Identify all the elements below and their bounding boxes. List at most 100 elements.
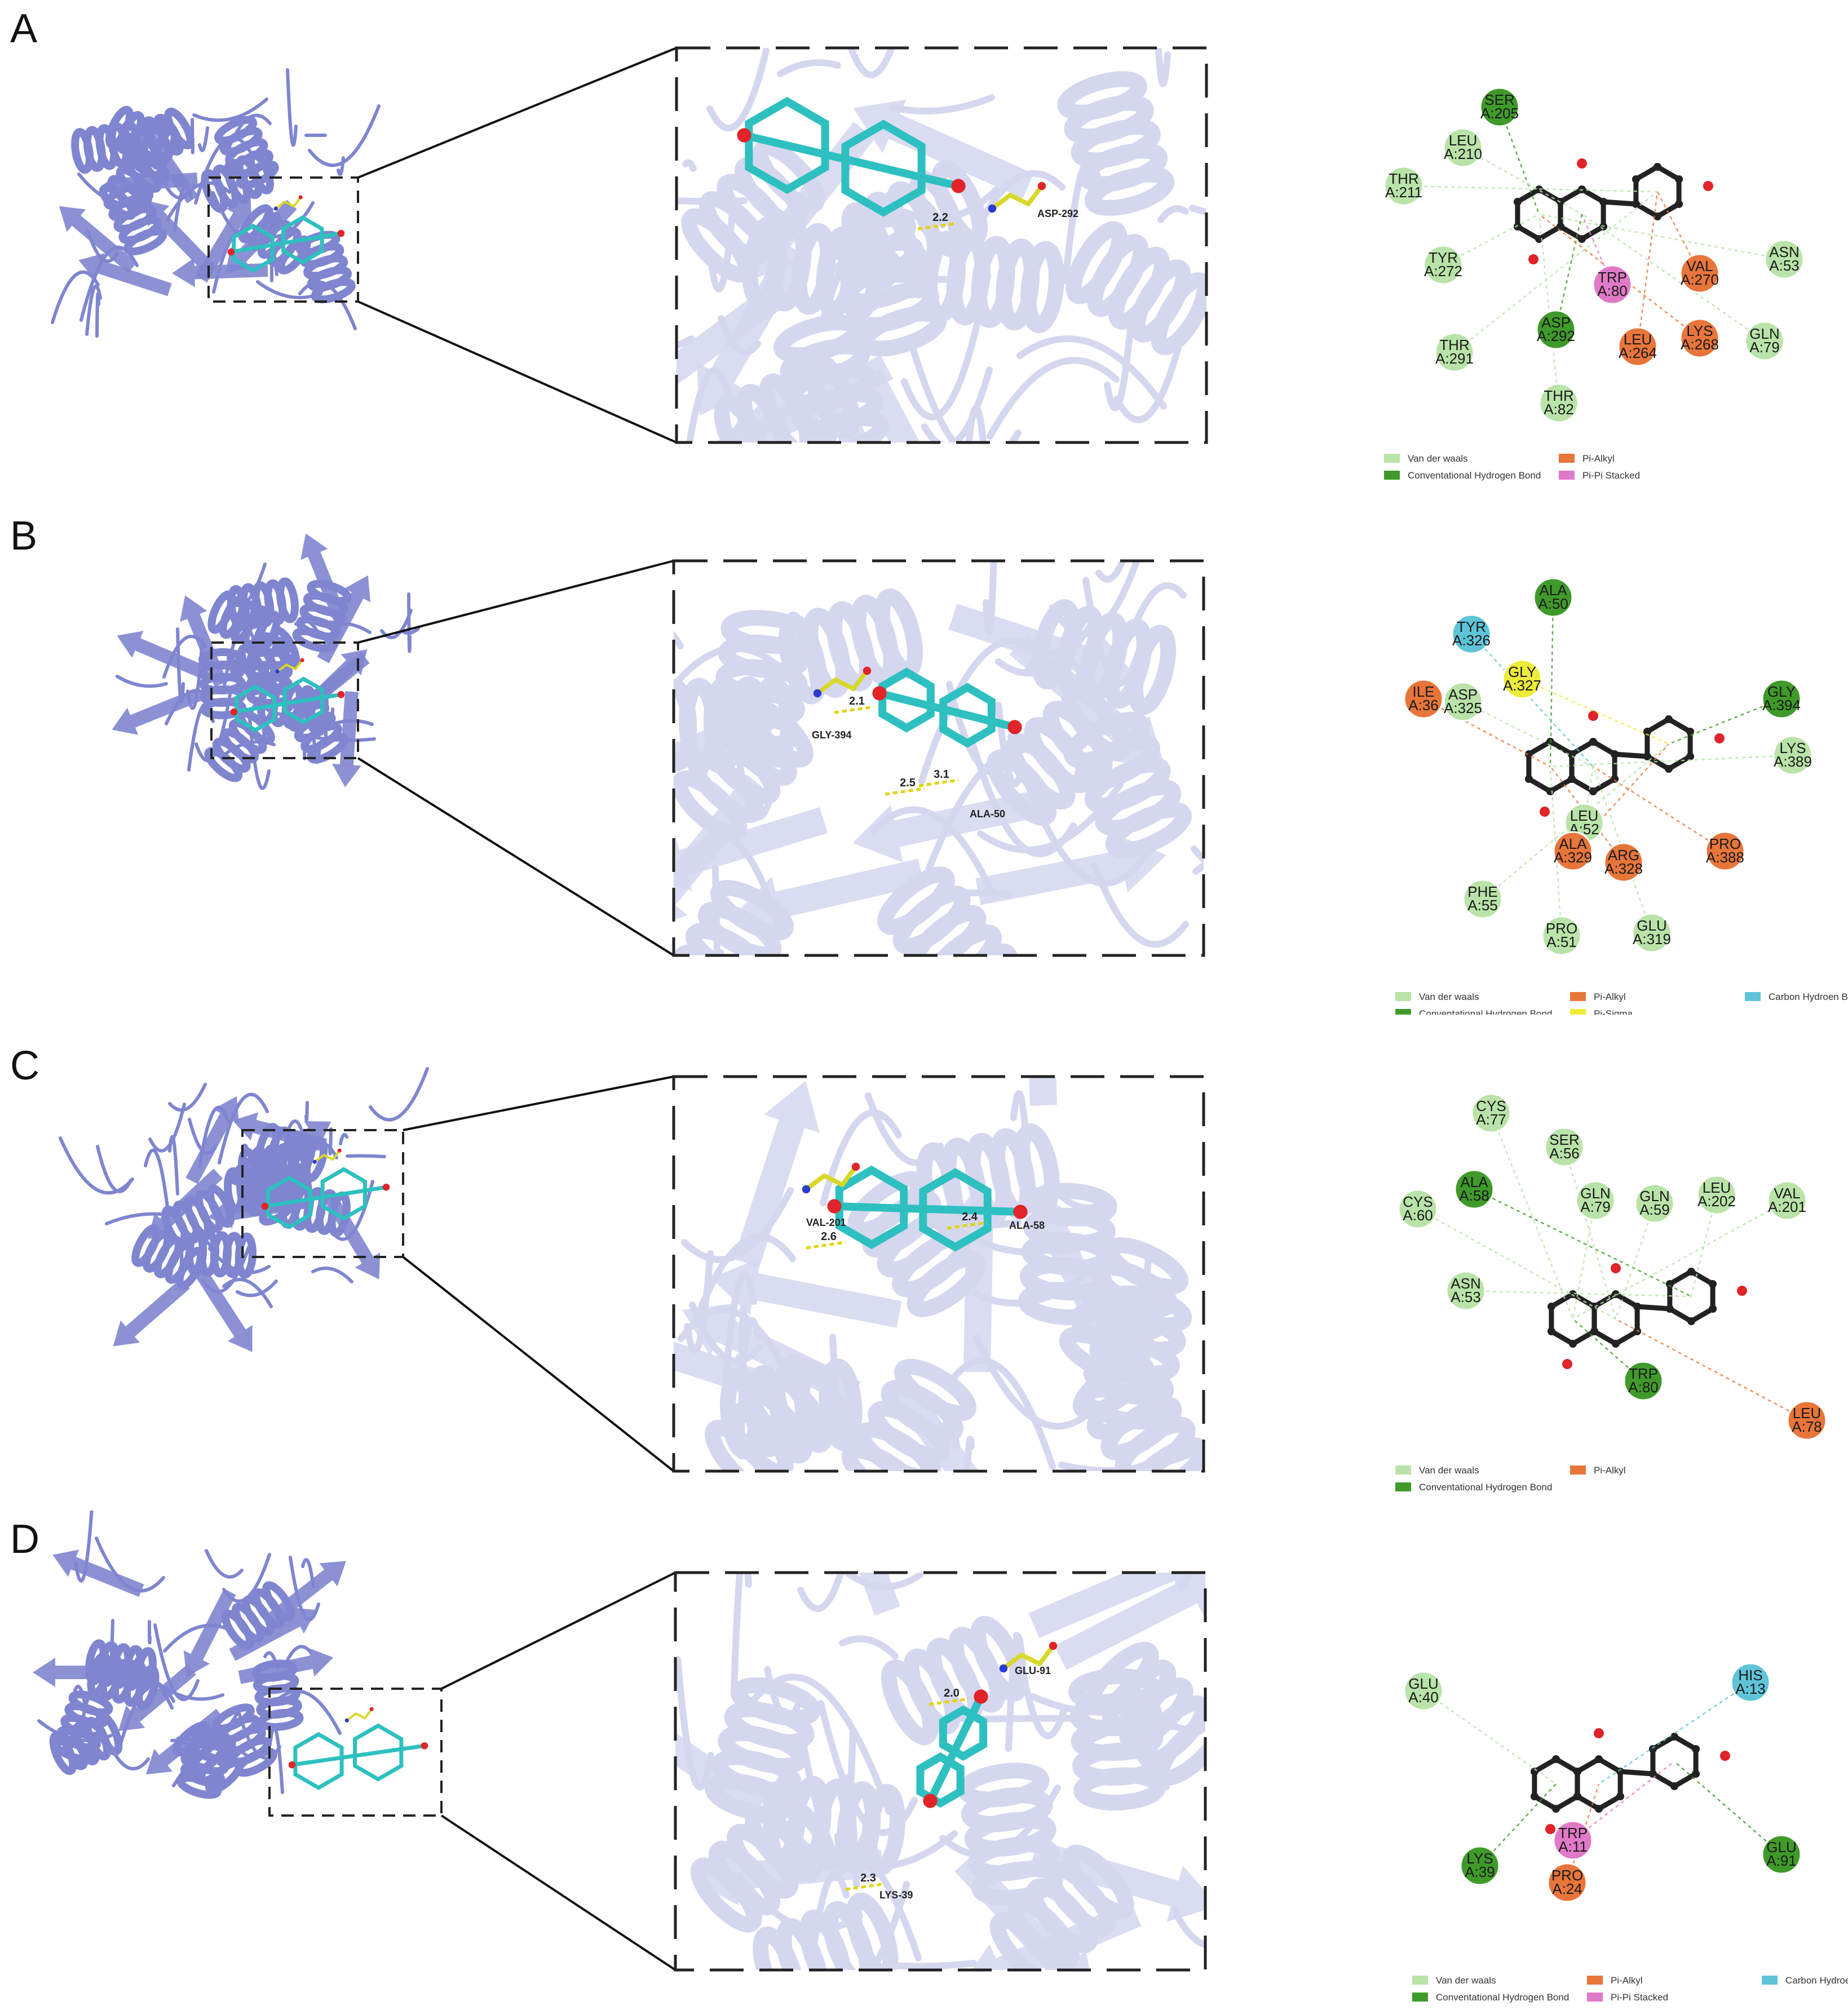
oxygen-atom xyxy=(1720,1751,1730,1761)
oxygen-atom xyxy=(230,708,238,716)
protein-loop xyxy=(850,274,965,283)
legend-label: Van der waals xyxy=(1419,1465,1479,1476)
residue-name: GLU xyxy=(1637,917,1666,934)
carbon-atom xyxy=(1513,198,1522,206)
oxygen-atom xyxy=(951,179,966,193)
residue-id: A:58 xyxy=(1459,1187,1489,1204)
panel-label: D xyxy=(10,1517,39,1562)
carbon-atom xyxy=(1595,1755,1603,1763)
legend-swatch xyxy=(1570,1466,1586,1475)
carbon-atom xyxy=(1547,1327,1555,1335)
beta-strand-arrow xyxy=(677,283,787,407)
beta-strand-arrow xyxy=(696,243,807,416)
carbon-atom xyxy=(1589,787,1597,795)
carbon-atom xyxy=(1569,1340,1577,1348)
protein-loop xyxy=(942,1217,1072,1255)
oxygen-atom xyxy=(851,1162,860,1171)
oxygen-atom xyxy=(288,1761,296,1769)
beta-strand-arrow xyxy=(143,200,215,274)
residue-disc xyxy=(1462,879,1503,919)
panel-graphics: GLU-91LYS-392.02.3GLUA:40HISA:13TRPA:11L… xyxy=(33,1511,1848,2003)
oxygen-atom xyxy=(872,686,887,701)
carbon-atom xyxy=(1616,1792,1625,1800)
protein-loop xyxy=(674,631,684,649)
carbon-atom xyxy=(1654,212,1661,220)
protein-loop xyxy=(148,1620,152,1645)
oxygen-atom xyxy=(1528,254,1538,264)
zoom-box xyxy=(672,559,1205,957)
alpha-helix xyxy=(841,160,988,289)
protein-loop xyxy=(974,170,1066,232)
residue-disc xyxy=(1730,1662,1771,1703)
residue-disc xyxy=(1761,679,1802,719)
hbond-dash xyxy=(834,705,874,714)
beta-strand-arrow xyxy=(675,1697,767,1819)
ligand-sticks xyxy=(227,215,345,273)
protein-loop xyxy=(1174,1447,1204,1462)
interaction-line xyxy=(1417,1208,1616,1320)
protein-loop xyxy=(95,292,100,338)
alpha-helix xyxy=(957,1763,1063,1906)
residue-name: LEU xyxy=(1570,807,1599,824)
interaction-line xyxy=(1479,1783,1557,1866)
protein-loop xyxy=(218,1092,269,1165)
panel-label: C xyxy=(10,1043,39,1088)
residue-disc xyxy=(1443,681,1483,722)
residue-id: A:210 xyxy=(1444,145,1482,162)
residue-id: A:59 xyxy=(1639,1201,1670,1218)
interaction-line xyxy=(1581,213,1765,342)
residue-name: PRO xyxy=(1551,1867,1583,1884)
protein-loop xyxy=(834,1728,856,1874)
protein-loop xyxy=(339,1133,348,1145)
residue-id: A:211 xyxy=(1385,184,1422,201)
carbon-atom xyxy=(1709,1280,1717,1288)
zoom-box xyxy=(674,1571,1207,1972)
ligand-ring xyxy=(939,683,996,748)
alpha-helix xyxy=(841,1358,977,1471)
residue-name: ALA xyxy=(1460,1174,1488,1190)
alpha-helix xyxy=(922,231,1064,334)
protein-loop xyxy=(85,284,102,336)
residue-disc xyxy=(1772,735,1813,776)
legend-swatch xyxy=(1395,992,1411,1001)
ligand-ring xyxy=(939,1705,988,1761)
oxygen-atom xyxy=(1562,1359,1572,1369)
protein-loop xyxy=(222,626,257,694)
carbon-atom xyxy=(1578,235,1586,243)
protein-loop xyxy=(810,1849,922,1962)
oxygen-atom xyxy=(863,666,872,675)
residue-name: TYR xyxy=(1457,618,1486,635)
alpha-helix xyxy=(881,1615,1028,1746)
interaction-line xyxy=(1593,765,1726,852)
residue-sticks xyxy=(813,666,872,698)
residue-id: A:53 xyxy=(1451,1289,1481,1305)
residue-name: PRO xyxy=(1546,920,1577,937)
interaction-line xyxy=(1637,191,1659,347)
protein-loop xyxy=(797,1573,845,1612)
protein-loop xyxy=(205,1549,244,1579)
alpha-helix xyxy=(989,1844,1134,1970)
zoom-view xyxy=(674,1077,1204,1471)
residue-id: A:53 xyxy=(1769,257,1800,274)
alpha-helix xyxy=(773,314,890,442)
beta-strand-arrow xyxy=(1028,1573,1205,1639)
distance-label: 2.6 xyxy=(821,1230,837,1243)
panel-graphics: ASP-2922.2SERA:205LEUA:210THRA:211TYRA:2… xyxy=(51,46,1805,481)
ligand-bond xyxy=(264,1185,387,1208)
zoom-view xyxy=(677,48,1206,442)
ligand-2d-structure xyxy=(1513,158,1713,264)
protein-loop xyxy=(965,404,987,442)
protein-loop xyxy=(691,1233,796,1327)
beta-strand-arrow xyxy=(33,1658,129,1687)
residue-disc xyxy=(1479,87,1520,127)
interaction-line xyxy=(1423,698,1551,768)
ligand-ring xyxy=(353,1723,404,1782)
interaction-line xyxy=(1674,1761,1782,1855)
ligand-ring xyxy=(266,1175,313,1229)
interaction-line xyxy=(1563,1146,1617,1320)
carbon-atom xyxy=(1686,752,1695,760)
